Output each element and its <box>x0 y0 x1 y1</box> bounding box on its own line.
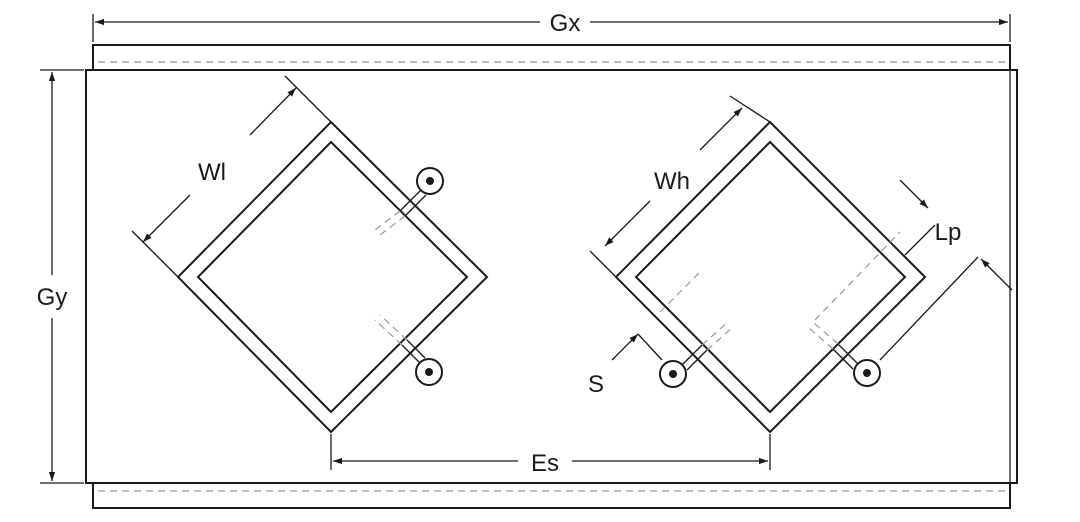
right-feed-right <box>807 231 901 387</box>
dimension-es: Es <box>330 434 771 477</box>
label-gy: Gy <box>37 284 68 311</box>
dimension-s: S <box>588 333 663 398</box>
dimension-wh: Wh <box>589 95 771 278</box>
label-es: Es <box>531 450 559 477</box>
dimension-gx: Gx <box>92 10 1011 42</box>
left-feed-top <box>374 167 444 236</box>
label-s: S <box>588 371 604 398</box>
ground-plane <box>85 44 1018 509</box>
dimension-gy: Gy <box>37 69 84 484</box>
label-wh: Wh <box>654 168 690 195</box>
right-patch <box>614 120 927 434</box>
right-feed-left <box>659 271 734 388</box>
label-wl: Wl <box>198 159 226 186</box>
label-gx: Gx <box>550 10 581 37</box>
left-patch <box>176 120 489 434</box>
left-feed-bottom <box>374 314 443 386</box>
dimension-wl: Wl <box>131 75 332 278</box>
dimension-lp: Lp <box>879 179 1013 361</box>
label-lp: Lp <box>935 219 962 246</box>
